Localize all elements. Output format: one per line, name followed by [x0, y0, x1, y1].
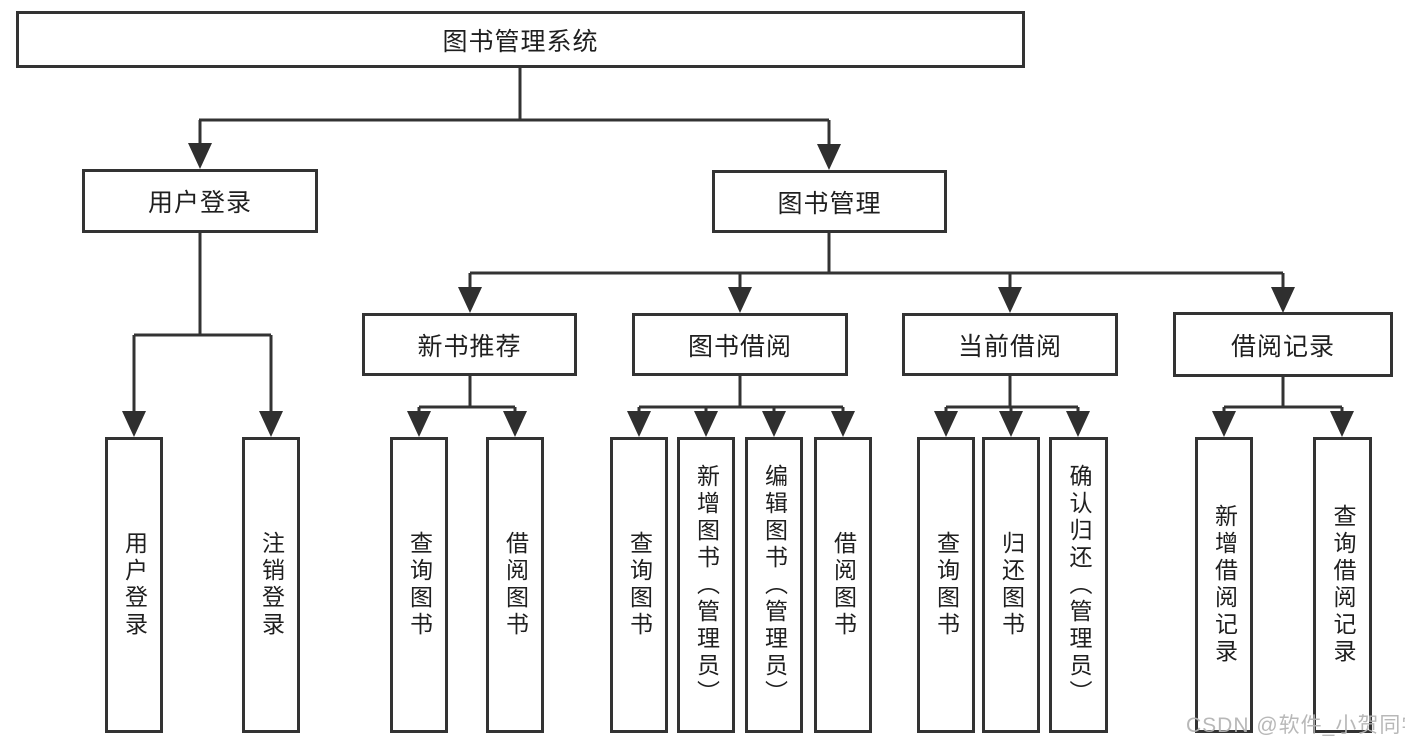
leaf-query-books-current: 查询图书: [917, 437, 975, 733]
leaf-return-books: 归还图书: [982, 437, 1040, 733]
leaf-user-login: 用户登录: [105, 437, 163, 733]
connector-user-login-children: [122, 233, 283, 437]
leaf-query-books-recommend: 查询图书: [390, 437, 448, 733]
leaf-add-borrow-record: 新增借阅记录: [1195, 437, 1253, 733]
leaf-logout: 注销登录: [242, 437, 300, 733]
connector-borrow-record-children: [1212, 377, 1354, 437]
node-user-login: 用户登录: [82, 169, 318, 233]
node-book-borrowing: 图书借阅: [632, 313, 848, 376]
connector-book-management-children: [458, 233, 1295, 313]
node-borrowing-records: 借阅记录: [1173, 312, 1393, 377]
leaf-edit-books-admin: 编辑图书（管理员）: [745, 437, 803, 733]
node-library-management-system: 图书管理系统: [16, 11, 1025, 68]
connector-root-to-level2: [188, 68, 841, 170]
leaf-add-books-admin: 新增图书（管理员）: [677, 437, 735, 733]
connector-current-borrow-children: [934, 376, 1090, 437]
leaf-query-borrow-record: 查询借阅记录: [1313, 437, 1372, 733]
connector-new-book-children: [407, 376, 527, 437]
leaf-query-books-borrow: 查询图书: [610, 437, 668, 733]
node-book-management: 图书管理: [712, 170, 947, 233]
connector-book-borrow-children: [627, 376, 855, 437]
node-new-book-recommendation: 新书推荐: [362, 313, 577, 376]
leaf-borrow-books-recommend: 借阅图书: [486, 437, 544, 733]
leaf-confirm-return-admin: 确认归还（管理员）: [1049, 437, 1108, 733]
node-current-borrowing: 当前借阅: [902, 313, 1118, 376]
leaf-borrow-books: 借阅图书: [814, 437, 872, 733]
